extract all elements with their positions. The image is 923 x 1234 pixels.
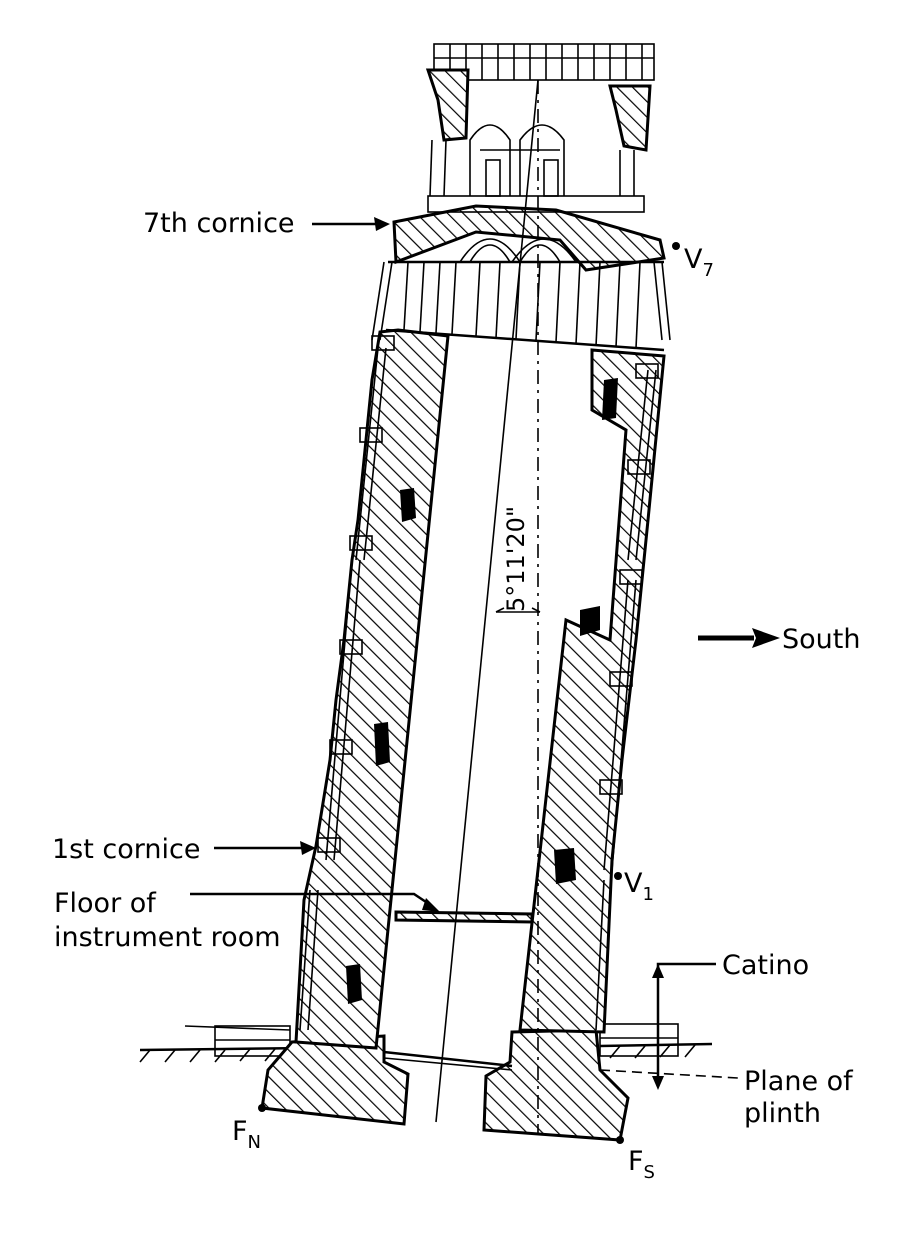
v1-label: V1	[624, 868, 654, 905]
south-direction: South	[698, 624, 860, 655]
foundation-base-line	[383, 1050, 513, 1068]
first-cornice-label: 1st cornice	[52, 834, 200, 865]
south-wall	[518, 348, 666, 1034]
colonnade-north	[299, 261, 395, 1031]
colonnade-south	[595, 261, 671, 1031]
seventh-cornice-label: 7th cornice	[143, 208, 295, 239]
catino-callout: Catino	[652, 950, 809, 1090]
belfry	[385, 43, 666, 352]
fs-label: FS	[628, 1146, 655, 1183]
v1-point	[614, 872, 622, 880]
catino-label: Catino	[722, 950, 809, 981]
v7-point	[672, 242, 680, 250]
plinth-label-line2: plinth	[744, 1098, 821, 1129]
first-cornice-callout: 1st cornice	[52, 834, 316, 865]
floor-label-line2: instrument room	[54, 922, 281, 953]
fn-label: FN	[232, 1116, 261, 1153]
tower-axes	[435, 79, 541, 1134]
v7-label: V7	[684, 244, 714, 281]
north-wall	[294, 328, 450, 1050]
foundation-north	[260, 1034, 410, 1126]
floor-label-line1: Floor of	[54, 888, 157, 919]
floor-callout: Floor of instrument room	[54, 888, 440, 953]
plinth-callout: Plane of plinth	[599, 1066, 854, 1129]
fn-point	[258, 1104, 266, 1112]
instrument-room-floor	[394, 910, 534, 924]
fs-point	[616, 1136, 624, 1144]
plinth-label-line1: Plane of	[744, 1066, 854, 1097]
ground-line	[139, 1023, 713, 1063]
stair-openings	[346, 378, 618, 1004]
tilt-angle-label: 5°11'20"	[502, 506, 530, 612]
arrow-right-icon	[752, 628, 780, 648]
seventh-cornice-callout: 7th cornice	[143, 208, 390, 239]
south-label: South	[782, 624, 860, 655]
